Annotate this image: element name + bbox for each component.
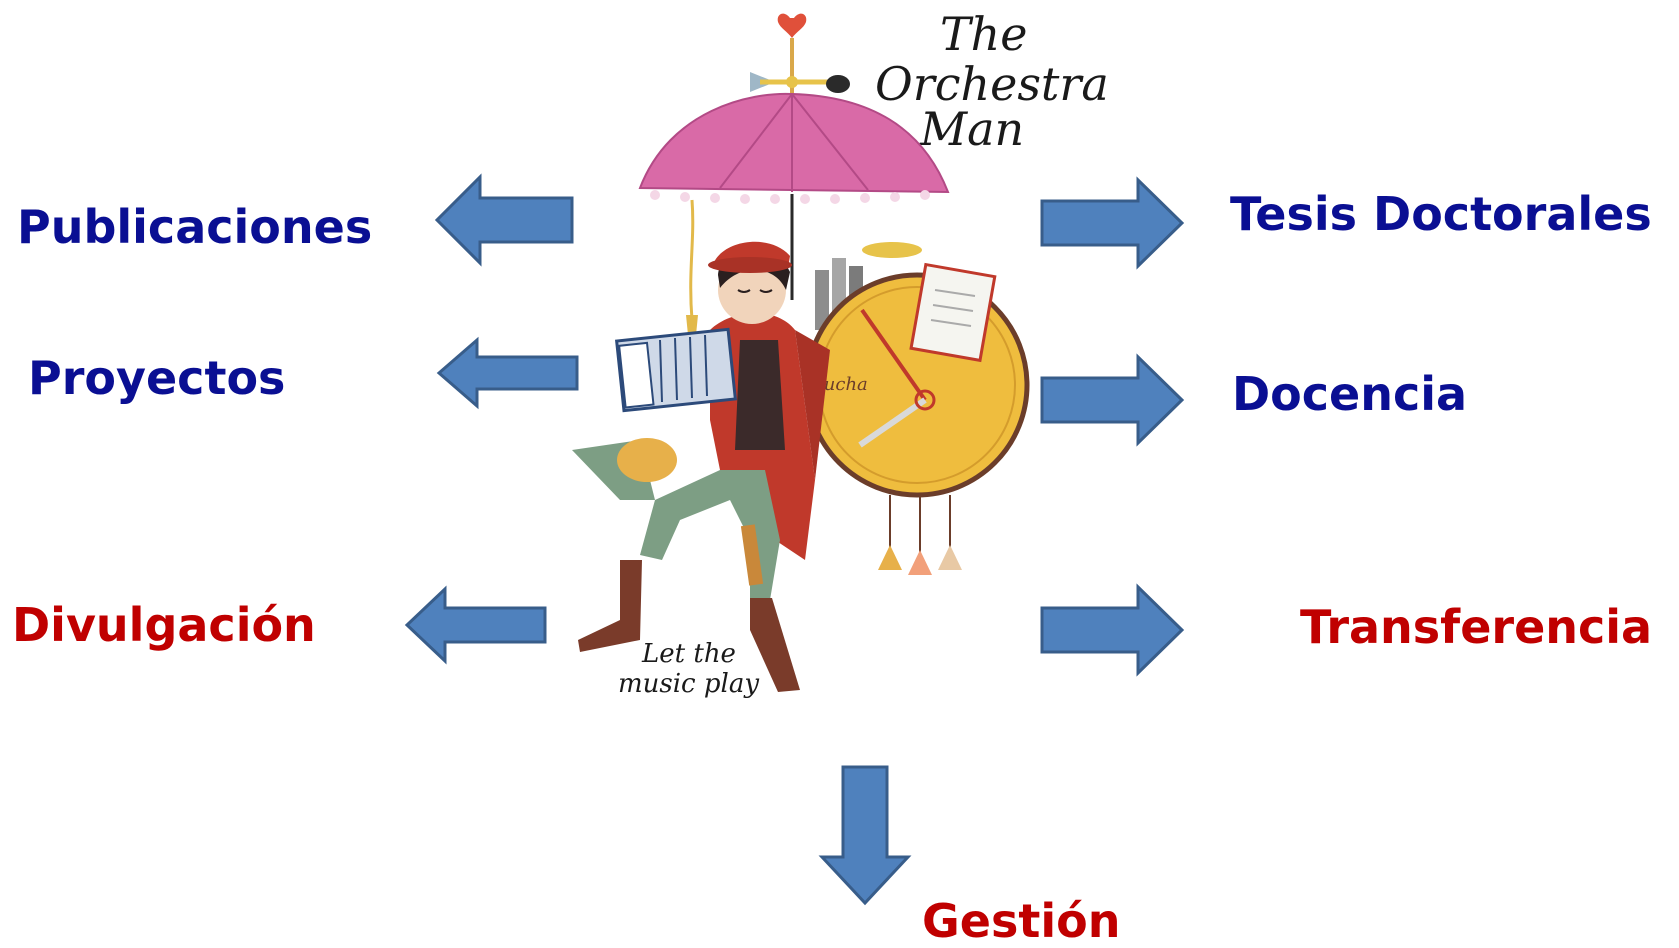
arrow-right-tesis bbox=[1040, 176, 1185, 270]
umbrella-icon bbox=[638, 92, 950, 345]
illustration-caption: Let the music play bbox=[618, 639, 759, 699]
caption-line-1: Let the bbox=[641, 639, 736, 669]
title-line-3: Man bbox=[919, 102, 1024, 156]
arrow-right-transferencia bbox=[1040, 583, 1185, 677]
orchestra-man-title: The Orchestra Man bbox=[875, 7, 1109, 156]
orchestra-man-illustration: The Orchestra Man Cucha bbox=[572, 7, 1109, 699]
label-tesis-doctorales: Tesis Doctorales bbox=[1230, 187, 1652, 241]
accordion-icon bbox=[614, 327, 738, 413]
arrow-left-proyectos bbox=[436, 336, 579, 410]
sheet-music-icon bbox=[909, 262, 997, 363]
label-publicaciones: Publicaciones bbox=[17, 200, 373, 254]
caption-line-2: music play bbox=[618, 669, 759, 699]
label-divulgacion: Divulgación bbox=[12, 598, 316, 652]
arrow-left-divulgacion bbox=[404, 585, 547, 665]
label-docencia: Docencia bbox=[1232, 367, 1468, 421]
arrow-down-gestion bbox=[818, 765, 912, 906]
label-transferencia: Transferencia bbox=[1300, 600, 1653, 654]
musician-character bbox=[572, 241, 830, 692]
label-gestion: Gestión bbox=[922, 894, 1121, 948]
arrow-right-docencia bbox=[1040, 353, 1185, 447]
title-line-2: Orchestra bbox=[875, 57, 1109, 111]
title-line-1: The bbox=[940, 7, 1028, 61]
label-proyectos: Proyectos bbox=[28, 351, 286, 405]
arrow-left-publicaciones bbox=[434, 173, 574, 267]
